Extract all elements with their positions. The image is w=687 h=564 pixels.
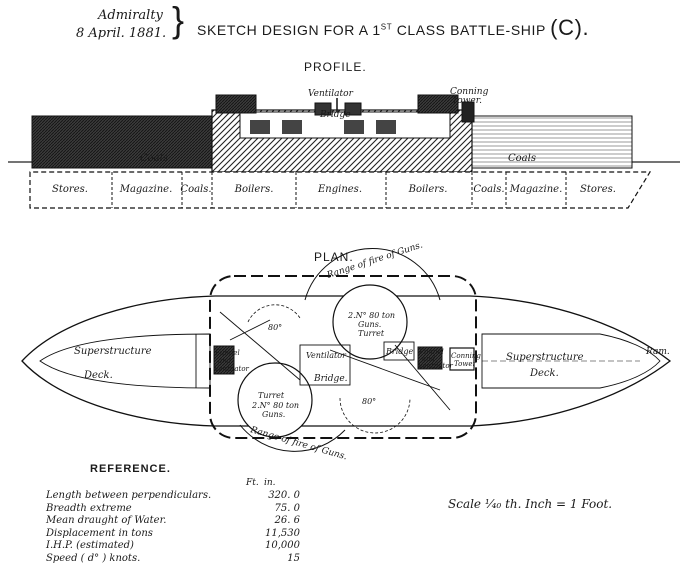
profile-label-coals-left: Coals xyxy=(140,153,168,164)
title-post: CLASS BATTLE-SHIP xyxy=(392,22,546,38)
reference-row-label: Mean draught of Water. xyxy=(46,515,167,526)
date-label: 8 April. 1881. xyxy=(76,26,167,41)
plan-aft-deck xyxy=(481,333,661,389)
profile-compartment-label: Engines. xyxy=(317,184,362,195)
plan-arc-line xyxy=(329,349,441,391)
profile-label-tower: Tower. xyxy=(452,96,482,106)
plan-fore-funnel xyxy=(213,345,235,375)
plan-range-arc-bottom xyxy=(239,424,346,452)
plan-label-funnel-right-1: Funnel xyxy=(418,348,444,356)
plan-arc-line xyxy=(219,311,301,381)
plan-label-turret-bottom-1: Turret xyxy=(258,391,285,400)
plan-label-turret-top-1: 2.N° 80 ton xyxy=(347,311,395,320)
header-brace: } xyxy=(172,0,185,40)
profile-bridge-window-3 xyxy=(344,120,364,134)
plan-label-turret-top-3: Turret xyxy=(358,329,385,338)
plan-label-turret-bottom-2: 2.N° 80 ton xyxy=(251,401,299,410)
profile-compartment-label: Boilers. xyxy=(408,184,448,195)
plan-arc-line xyxy=(229,319,271,341)
plan-label-deck-left: Deck. xyxy=(83,370,113,381)
plan-range-arc-top xyxy=(304,248,441,301)
profile-hull xyxy=(29,171,652,209)
plan-citadel xyxy=(209,275,477,439)
plan-label-ram: Ram. xyxy=(645,347,670,357)
plan-fore-turret xyxy=(237,362,313,438)
reference-col-ft: Ft. xyxy=(246,478,259,488)
authority-label: Admiralty xyxy=(98,8,163,23)
reference-row-label: Speed ( d° ) knots. xyxy=(46,552,141,564)
plan-label-turret-bottom-3: Guns. xyxy=(262,410,285,419)
plan-label-superstructure-right: Superstructure xyxy=(506,352,584,363)
profile-compartment-label: Magazine. xyxy=(119,184,173,195)
profile-compartment-label: Coals. xyxy=(473,184,504,195)
title-sup: ST xyxy=(380,22,393,32)
design-letter: (C). xyxy=(550,15,590,40)
reference-row-label: Breadth extreme xyxy=(46,502,132,514)
plan-heading: PLAN. xyxy=(314,250,354,264)
plan-label-bridge-right: Bridge xyxy=(385,347,414,356)
profile-compartment-label: Boilers. xyxy=(234,184,274,195)
profile-aft-superstructure xyxy=(471,115,633,169)
plan-label-funnel-left-3: Ventilator xyxy=(214,365,250,373)
profile-compartment-label: Stores. xyxy=(580,184,616,195)
profile-compartment-label: Stores. xyxy=(52,184,88,195)
profile-fore-turret xyxy=(215,94,257,114)
plan-arc-line xyxy=(394,344,451,411)
reference-row-value: 11,530 xyxy=(265,527,300,539)
profile-label-ventilator: Ventilator xyxy=(308,89,354,99)
plan-angle-arc-right xyxy=(339,397,411,434)
profile-bridge-window-2 xyxy=(282,120,302,134)
reference-row-value: 320. 0 xyxy=(268,490,300,501)
profile-bridge-window-1 xyxy=(250,120,270,134)
reference-row-value: 75. 0 xyxy=(274,502,300,514)
plan-bridge xyxy=(299,344,351,386)
drawing-title: SKETCH DESIGN FOR A 1ST CLASS BATTLE-SHI… xyxy=(197,15,589,41)
profile-bridge-window-4 xyxy=(376,120,396,134)
reference-col-in: in. xyxy=(264,478,276,488)
plan-label-turret-top-2: Guns. xyxy=(358,320,381,329)
plan-view: Range of fire of Guns. Range of fire of … xyxy=(21,240,672,463)
title-pre: SKETCH DESIGN FOR A 1 xyxy=(197,22,381,38)
profile-funnel-right xyxy=(344,102,362,116)
profile-conning-tower xyxy=(461,101,475,123)
reference-row-value: 15 xyxy=(287,552,300,564)
plan-bridge-right xyxy=(383,341,415,361)
profile-compartment-labels: Stores. Magazine. Coals. Boilers. Engines. Bo… xyxy=(52,184,616,195)
plan-label-conning-2: Tower xyxy=(454,360,476,368)
plan-label-funnel-left-1: Funnel xyxy=(214,349,240,357)
plan-label-ventilator: Ventilator xyxy=(306,351,347,360)
plan-angle-arc-left xyxy=(247,304,301,323)
profile-funnel-left xyxy=(314,102,332,116)
profile-label-coals-right: Coals xyxy=(508,153,536,164)
profile-label-bridge: Bridge xyxy=(319,110,351,120)
reference-row-label: Displacement in tons xyxy=(46,527,153,539)
reference-row-value: 26. 6 xyxy=(274,515,300,526)
plan-label-deck-right: Deck. xyxy=(529,368,559,379)
plan-label-bridge-centre: Bridge. xyxy=(313,374,348,384)
profile-label-conning: Conning xyxy=(450,87,489,97)
plan-label-funnel-right-2: and xyxy=(422,355,436,363)
plan-label-funnel-left-2: and xyxy=(218,357,232,365)
profile-fore-superstructure xyxy=(31,115,213,169)
profile-aft-turret xyxy=(417,94,459,114)
plan-conning-tower xyxy=(449,347,475,371)
plan-label-angle-right: 80° xyxy=(362,397,376,406)
profile-heading: PROFILE. xyxy=(304,60,367,74)
scale-note: Scale ¹⁄₄₀ th. Inch = 1 Foot. xyxy=(448,497,613,511)
reference-row-label: Length between perpendiculars. xyxy=(46,490,212,501)
plan-label-superstructure-left: Superstructure xyxy=(74,346,152,357)
plan-label-angle-left: 80° xyxy=(268,323,282,332)
plan-aft-turret xyxy=(332,284,408,360)
reference-heading: REFERENCE. xyxy=(90,463,171,475)
plan-label-conning-1: Conning xyxy=(451,352,481,360)
reference-row-label: I.H.P. (estimated) xyxy=(46,540,134,551)
plan-hull-outline xyxy=(21,295,672,427)
profile-compartment-label: Magazine. xyxy=(509,184,563,195)
reference-row-value: 10,000 xyxy=(265,540,300,551)
profile-view: Ventilator Conning Tower. Bridge Coals C… xyxy=(8,87,680,209)
profile-compartment-label: Coals. xyxy=(180,184,211,195)
plan-aft-funnel xyxy=(417,346,443,370)
plan-label-funnel-right-3: Ventilator xyxy=(418,362,454,370)
